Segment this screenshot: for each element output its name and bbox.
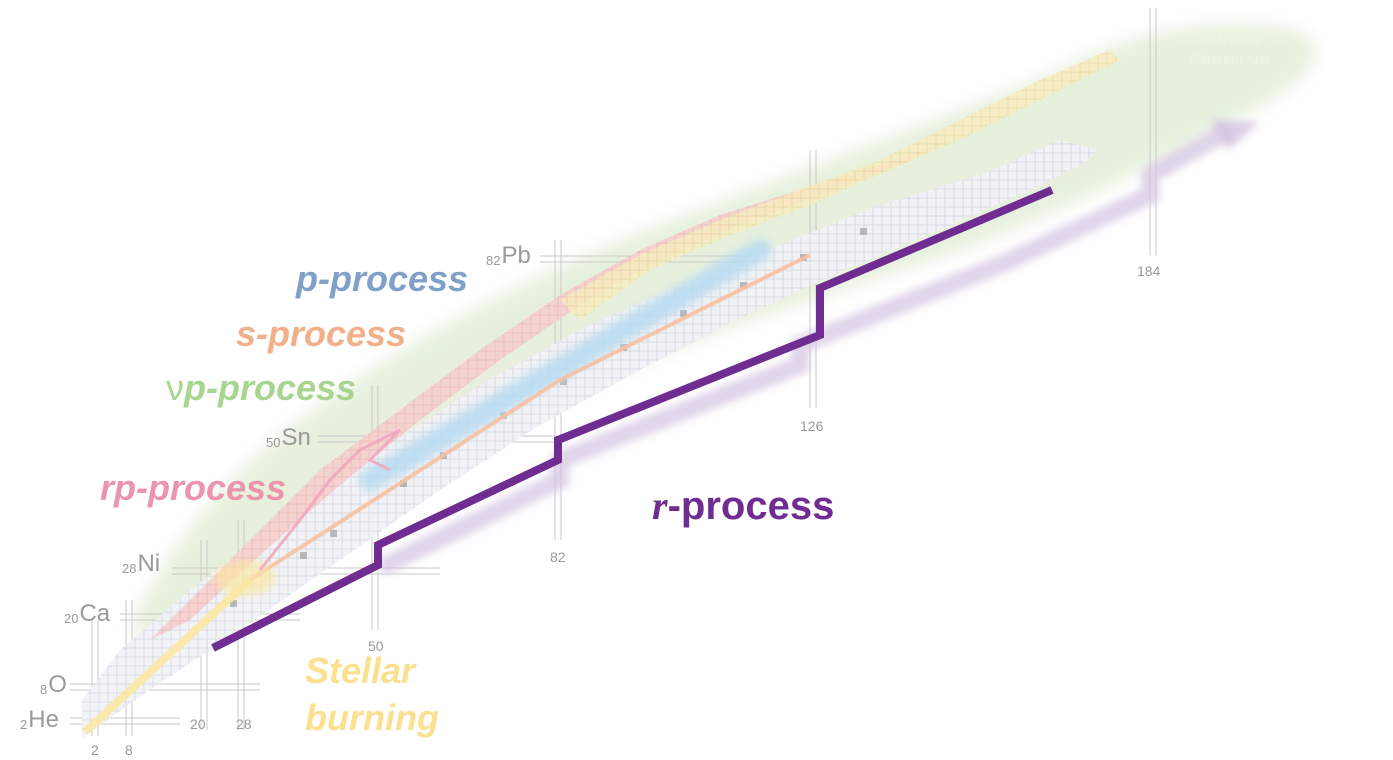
copyright-line1: © EMMI 2012 (1176, 31, 1262, 47)
rp-process-label: rp-process (100, 467, 287, 508)
element-label-he: 2He (20, 706, 59, 734)
element-label-sn: 50Sn (266, 424, 311, 452)
s-process-label: s-process (236, 313, 407, 354)
s-process-path (248, 253, 811, 582)
element-symbol: O (48, 671, 67, 698)
neutron-magic-28: 28 (236, 716, 252, 732)
neutron-magic-50: 50 (368, 638, 384, 654)
r-process-italic-r: r (652, 483, 668, 528)
element-z: 82 (486, 253, 501, 268)
r-process-path (211, 186, 1054, 652)
element-symbol: He (28, 706, 59, 733)
neutron-magic-82: 82 (550, 549, 566, 565)
element-label-pb: 82Pb (486, 242, 531, 270)
vp-process-label: νp-process (166, 367, 356, 409)
neutron-magic-2: 2 (91, 742, 99, 758)
vp-process-text: p-process (184, 367, 357, 408)
copyright-line2: Different Arts (1190, 51, 1271, 67)
element-label-ca: 20Ca (64, 600, 110, 628)
r-process-label: r-process (652, 482, 834, 529)
rp-process-path (258, 428, 402, 571)
nuclide-band-yellow (560, 50, 1120, 320)
element-z: 28 (122, 561, 137, 576)
element-symbol: Pb (501, 242, 531, 269)
element-label-ni: 28Ni (122, 550, 160, 578)
r-process-faded-arrowhead (1210, 120, 1260, 150)
stellar-burning-label-line1: Stellar (305, 650, 416, 691)
neutron-magic-126: 126 (800, 418, 824, 434)
p-process-band (359, 239, 771, 491)
neutron-magic-184: 184 (1137, 263, 1161, 279)
stellar-burning-path (82, 577, 253, 735)
nu-symbol: ν (166, 367, 184, 408)
neutron-magic-20: 20 (190, 716, 206, 732)
element-symbol: Ni (137, 550, 161, 577)
element-z: 2 (20, 717, 28, 732)
element-z: 8 (40, 682, 48, 697)
neutron-magic-8: 8 (125, 742, 133, 758)
nuclide-band-gray (82, 140, 1100, 738)
stellar-burning-label-line2: burning (305, 697, 439, 738)
r-process-suffix: -process (667, 484, 835, 528)
element-symbol: Sn (281, 424, 311, 451)
element-z: 20 (64, 611, 79, 626)
element-label-o: 8O (40, 671, 67, 699)
element-z: 50 (266, 435, 281, 450)
p-process-label: p-process (296, 258, 469, 299)
element-symbol: Ca (79, 600, 111, 627)
